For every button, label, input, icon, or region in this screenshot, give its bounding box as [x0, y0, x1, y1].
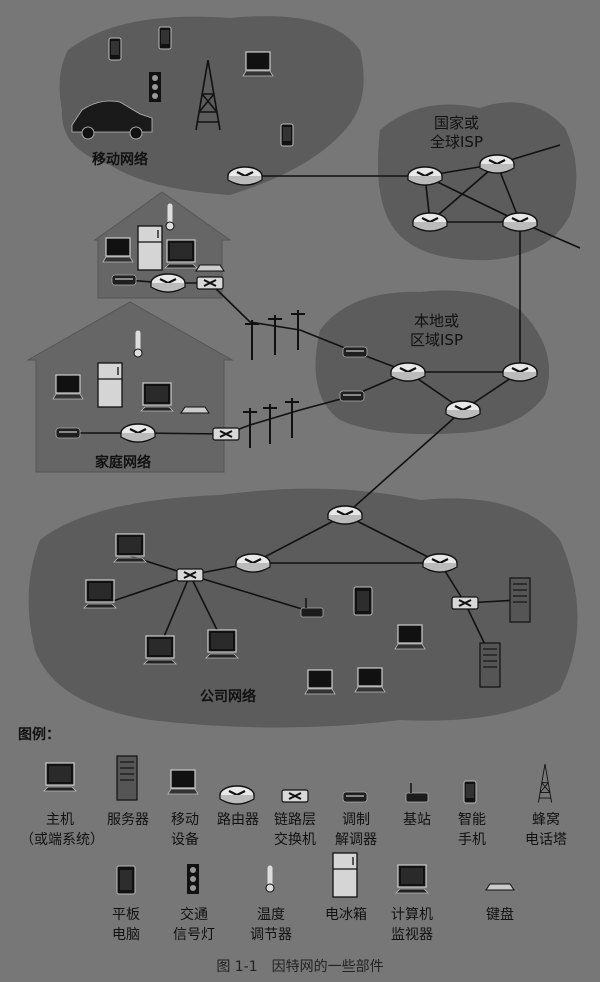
local-isp-label: 本地或 区域ISP	[410, 312, 463, 349]
server-icon	[116, 755, 138, 801]
base-station-icon	[405, 782, 429, 803]
smartphone-icon	[463, 780, 477, 804]
legend-label-thermostat: 温度 调节器	[250, 907, 292, 943]
legend-label-switch: 链路层 交换机	[274, 812, 316, 848]
legend-label-fridge: 电冰箱	[325, 907, 367, 923]
figure-caption: 图 1-1 因特网的一些部件	[216, 959, 384, 975]
legend-label-router: 路由器	[217, 812, 259, 828]
legend-label-traffic-light: 交通 信号灯	[173, 907, 215, 943]
fridge-icon	[332, 852, 358, 898]
legend-label-tablet: 平板 电脑	[112, 907, 140, 943]
legend-label-keyboard: 键盘	[486, 907, 514, 923]
corporate-network-label: 公司网络	[200, 689, 256, 705]
home-network-label: 家庭网络	[95, 455, 151, 471]
router-icon	[218, 784, 256, 806]
legend-label-smartphone: 智能 手机	[458, 812, 486, 848]
legend-title: 图例：	[18, 727, 60, 743]
keyboard-icon	[485, 883, 515, 891]
utility-poles	[242, 309, 306, 449]
mobile-device-icon	[167, 769, 199, 795]
legend-label-base-station: 基站	[403, 812, 431, 828]
legend-label-host: 主机 （或端系统）	[20, 812, 104, 848]
modem-icon	[342, 791, 368, 803]
national-isp-label: 国家或 全球ISP	[430, 114, 483, 151]
legend-label-monitor: 计算机 监视器	[391, 907, 433, 943]
thermostat-icon	[266, 868, 274, 892]
link-layer-switch-icon	[281, 789, 309, 803]
tablet-icon	[116, 865, 136, 895]
monitor-icon	[395, 864, 429, 894]
local-isp-cloud	[315, 290, 550, 435]
host-icon	[43, 762, 77, 792]
legend-label-server: 服务器	[107, 812, 149, 828]
legend-label-mobile-device: 移动 设备	[171, 812, 199, 848]
traffic-light-icon	[187, 864, 199, 894]
cell-tower-icon	[537, 763, 553, 803]
car-icon	[71, 100, 153, 133]
mobile-network-label: 移动网络	[92, 152, 148, 168]
legend-label-cell-tower: 蜂窝 电话塔	[525, 812, 567, 848]
mobile-network-devices	[71, 26, 294, 187]
legend-label-modem: 调制 解调器	[335, 812, 377, 848]
